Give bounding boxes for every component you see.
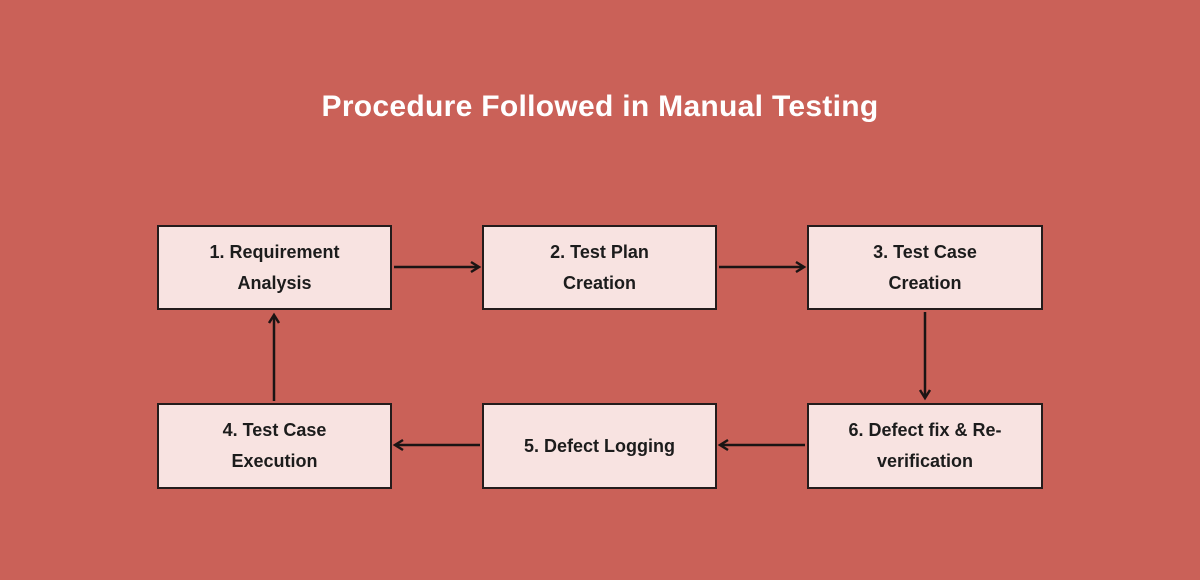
flow-box-test-case-creation: 3. Test Case Creation bbox=[807, 225, 1043, 310]
flow-box-label-line2: Creation bbox=[888, 272, 962, 293]
flow-box-label-line1: 3. Test Case bbox=[873, 241, 977, 262]
flow-box-label-line2: Execution bbox=[231, 451, 318, 471]
flow-box-test-plan-creation: 2. Test Plan Creation bbox=[482, 225, 717, 310]
flow-box-defect-fix-reverification: 6. Defect fix & Re- verification bbox=[807, 403, 1043, 489]
flow-box-label-line1: 2. Test Plan bbox=[550, 241, 649, 262]
flow-box-label-line2: verification bbox=[876, 451, 974, 471]
page-title: Procedure Followed in Manual Testing bbox=[321, 90, 879, 123]
flow-box-label-line2: Analysis bbox=[237, 272, 312, 293]
flow-box-label-line1: 6. Defect fix & Re- bbox=[848, 420, 1002, 440]
flow-box-label-line1: 4. Test Case bbox=[222, 420, 327, 440]
flow-box-defect-logging: 5. Defect Logging bbox=[482, 403, 717, 489]
flow-box-requirement-analysis: 1. Requirement Analysis bbox=[157, 225, 392, 310]
flow-box-label-line2: Creation bbox=[562, 272, 636, 293]
flow-box-test-case-execution: 4. Test Case Execution bbox=[157, 403, 392, 489]
flow-box-label-line1: 5. Defect Logging bbox=[523, 435, 675, 456]
flow-box-label-line1: 1. Requirement bbox=[209, 241, 340, 262]
